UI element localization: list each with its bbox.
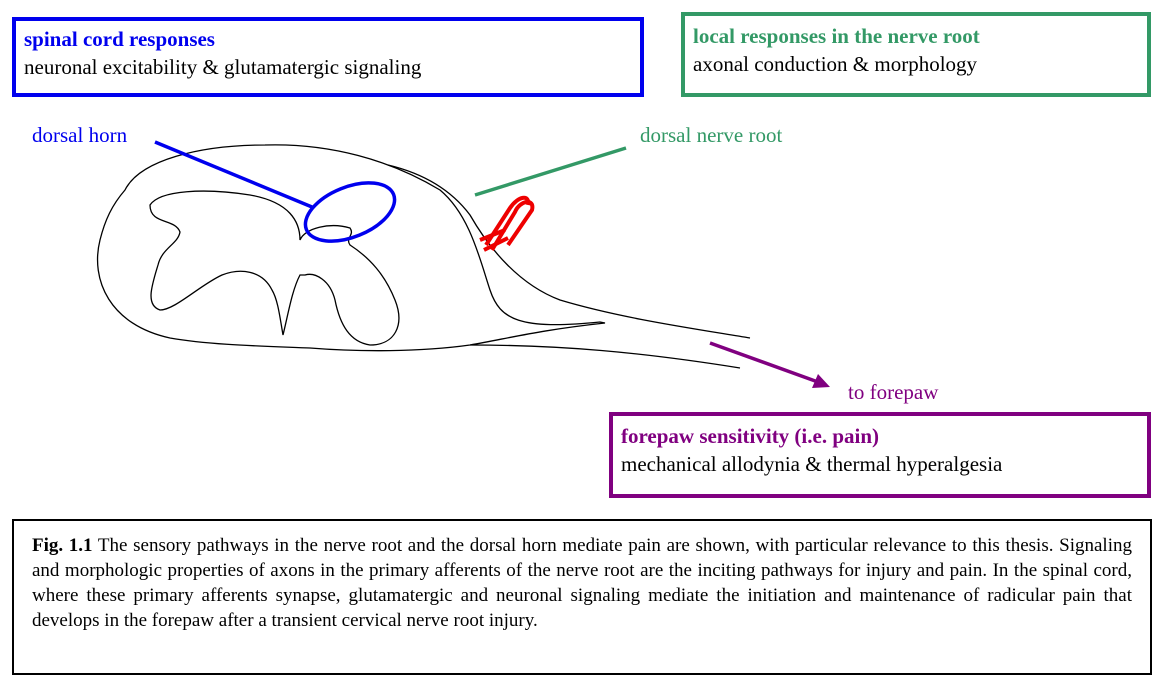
dorsal-horn-pointer (155, 142, 312, 207)
figure-caption: Fig. 1.1 The sensory pathways in the ner… (12, 519, 1152, 675)
nerve-root-lower-contour (470, 345, 740, 368)
local-responses-title: local responses in the nerve root (693, 22, 1147, 50)
grey-matter-outline (150, 191, 399, 345)
figure-caption-text: The sensory pathways in the nerve root a… (32, 535, 1132, 631)
injury-clip-icon (480, 198, 532, 250)
to-forepaw-label: to forepaw (848, 380, 938, 404)
spinal-cord-responses-subtitle: neuronal excitability & glutamatergic si… (24, 53, 640, 81)
local-responses-subtitle: axonal conduction & morphology (693, 50, 1147, 78)
nerve-root-upper-contour (388, 165, 750, 338)
dorsal-horn-label: dorsal horn (32, 123, 127, 147)
spinal-cord-outline (98, 145, 605, 351)
forepaw-sensitivity-title: forepaw sensitivity (i.e. pain) (621, 422, 1147, 450)
forepaw-sensitivity-box: forepaw sensitivity (i.e. pain) mechanic… (609, 412, 1151, 498)
figure-label: Fig. 1.1 (32, 535, 93, 556)
spinal-cord-responses-box: spinal cord responses neuronal excitabil… (12, 17, 644, 97)
dorsal-horn-ellipse (297, 171, 403, 253)
forepaw-sensitivity-subtitle: mechanical allodynia & thermal hyperalge… (621, 450, 1147, 478)
dorsal-nerve-root-label: dorsal nerve root (640, 123, 782, 147)
spinal-cord-responses-title: spinal cord responses (24, 25, 640, 53)
forepaw-arrow-line (710, 343, 818, 382)
local-responses-box: local responses in the nerve root axonal… (681, 12, 1151, 97)
nerve-root-pointer (475, 148, 626, 195)
